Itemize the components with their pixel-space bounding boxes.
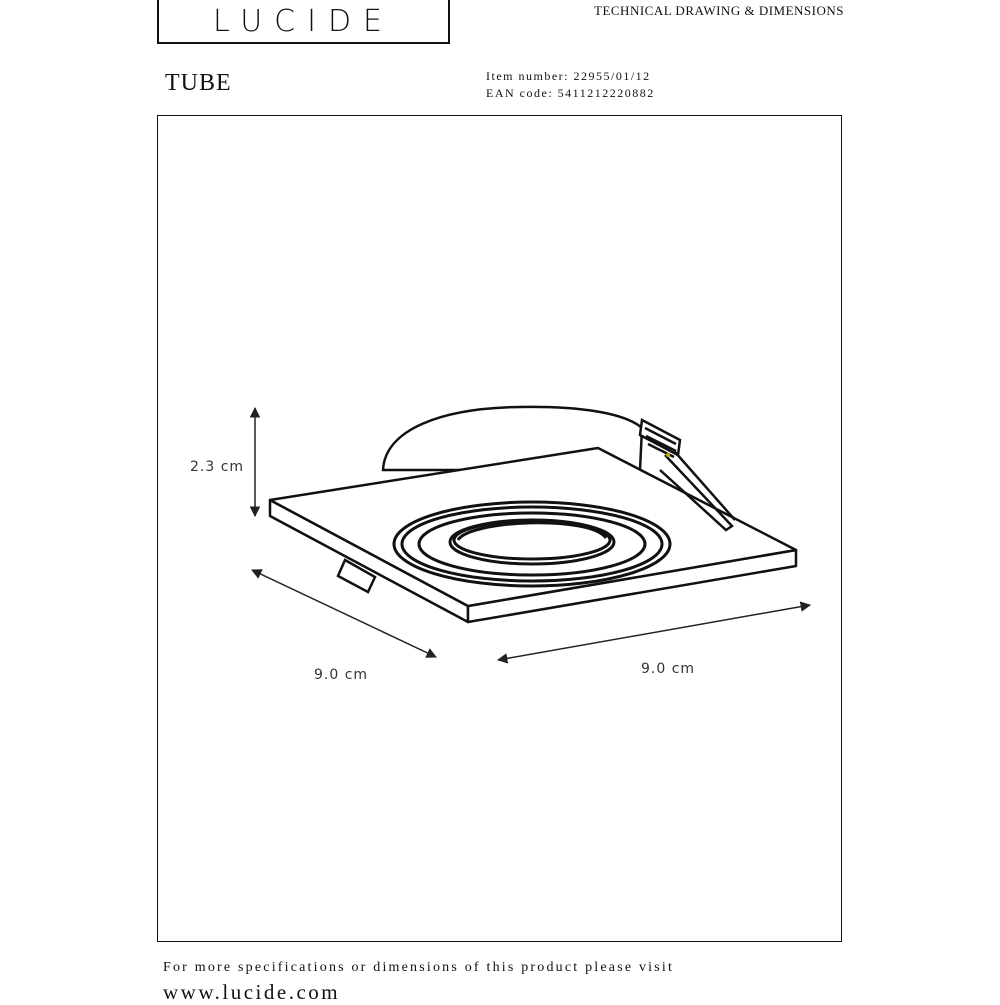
product-name: TUBE: [165, 70, 232, 96]
brand-logo: LUCIDE: [157, 0, 450, 44]
lamp-plate: [268, 446, 798, 624]
footer-note: For more specifications or dimensions of…: [163, 960, 675, 975]
spring-clip-right: [638, 418, 736, 532]
depth-arrow: [251, 569, 437, 658]
document-type: TECHNICAL DRAWING & DIMENSIONS: [594, 3, 844, 18]
website-link[interactable]: www.lucide.com: [163, 980, 341, 1004]
width-arrow: [496, 601, 812, 664]
brand-logo-text: LUCIDE: [212, 4, 395, 39]
dimension-arrows: [249, 406, 812, 664]
width-dimension-label: 9.0 cm: [641, 661, 696, 677]
drawing-frame: [157, 115, 842, 942]
height-dimension-label: 2.3 cm: [190, 459, 245, 475]
lamp-rings: [392, 500, 672, 588]
item-number: Item number: 22955/01/12: [486, 69, 651, 83]
depth-dimension-label: 9.0 cm: [314, 667, 369, 683]
ean-code: EAN code: 5411212220882: [486, 86, 655, 100]
